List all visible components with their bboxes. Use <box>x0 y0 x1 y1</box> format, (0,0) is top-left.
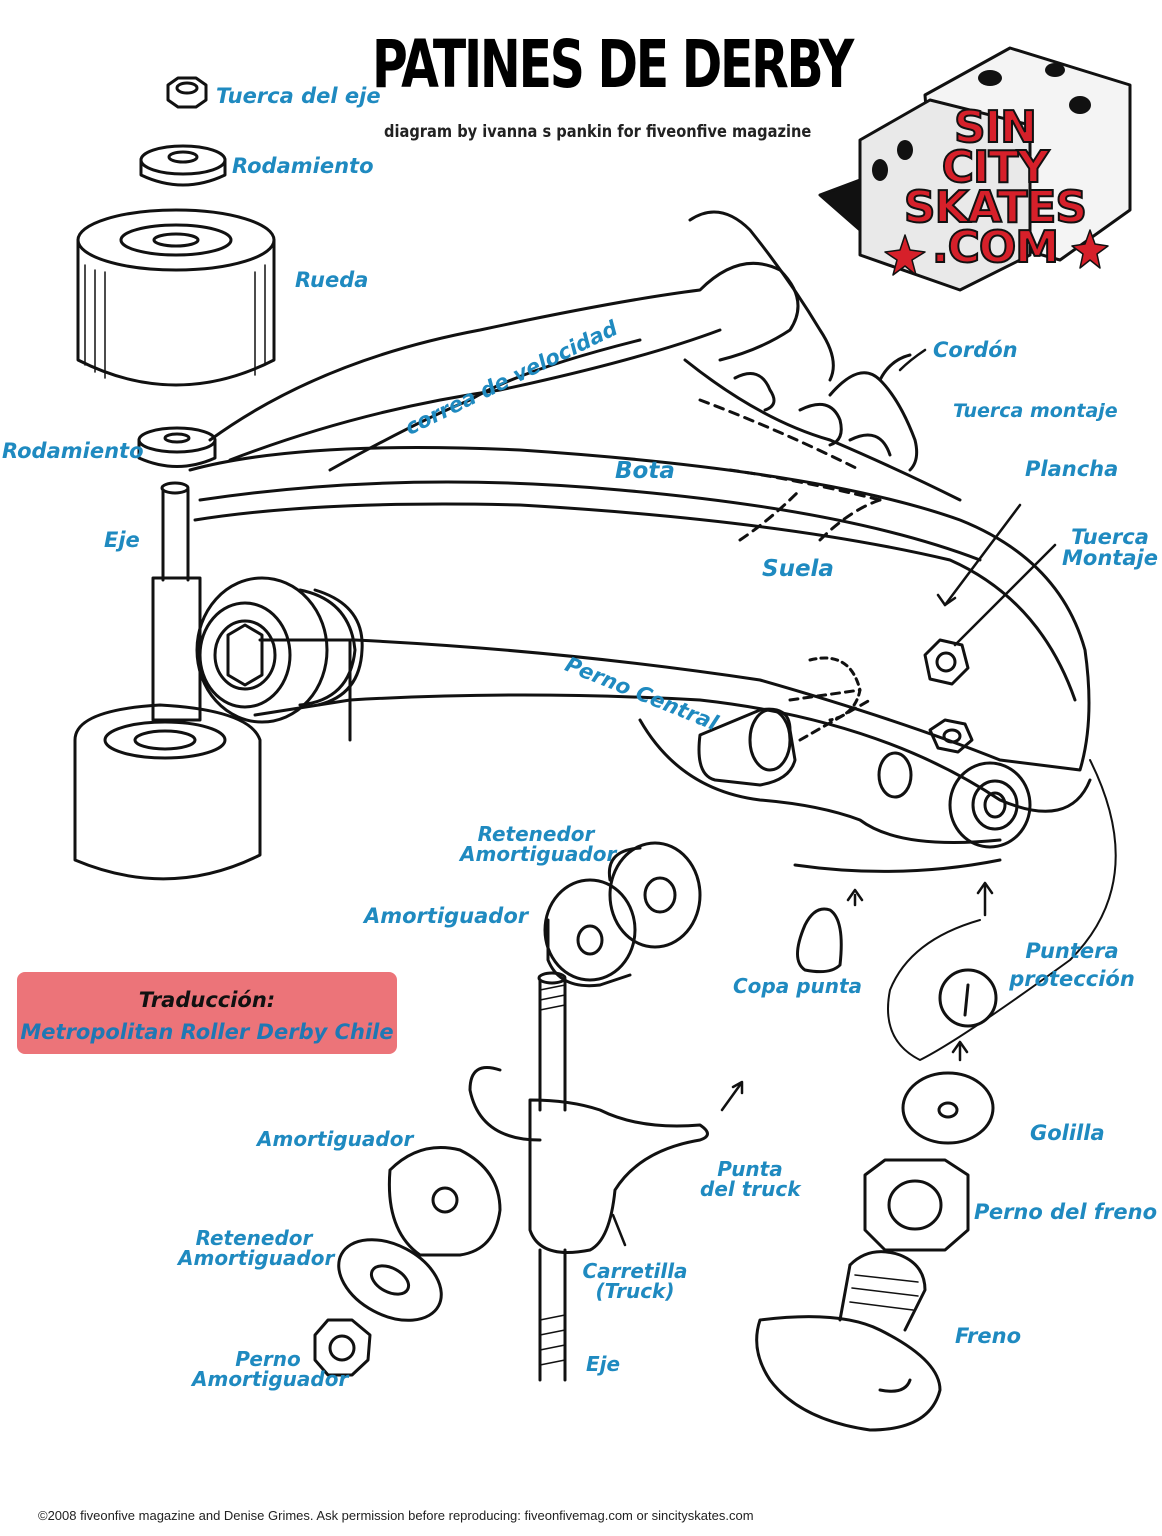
label-line: Punta <box>717 1157 783 1181</box>
toe-guard-drawing <box>938 968 998 1028</box>
label-line: Perno <box>235 1347 301 1371</box>
label-truck: Carretilla (Truck) <box>582 1261 688 1301</box>
label-arrows <box>611 348 1057 1247</box>
toe-stop-mount-drawing <box>948 761 1032 849</box>
label-cushion-top: Amortiguador <box>364 904 529 928</box>
wheel-drawing-lower <box>73 703 262 881</box>
label-line: Retenedor <box>195 1226 313 1250</box>
truck-drawing <box>468 971 709 1382</box>
label-toe-guard: Puntera protección <box>1008 941 1136 990</box>
kingpin-drawing <box>697 656 872 787</box>
wheel-drawing <box>76 208 276 387</box>
label-cushion-retainer-bottom: Retenedor Amortiguador <box>178 1226 335 1270</box>
logo-line: SIN <box>953 102 1038 153</box>
label-plate: Plancha <box>1025 457 1119 481</box>
washer-drawing <box>901 1071 995 1145</box>
label-axle-bottom: Eje <box>586 1352 621 1376</box>
bearing-drawing-side <box>137 426 217 468</box>
translation-credit-box: Traducción: Metropolitan Roller Derby Ch… <box>17 972 397 1054</box>
label-line: Amortiguador <box>460 842 617 866</box>
toe-cup-drawing <box>796 907 843 974</box>
label-axle-left: Eje <box>104 528 140 552</box>
logo-line: SKATES <box>903 182 1088 233</box>
label-line: Amortiguador <box>192 1367 349 1391</box>
label-line: del truck <box>700 1177 801 1201</box>
logo-line: .COM <box>931 222 1060 273</box>
label-mounting-nut-2: Tuerca Montaje <box>1060 527 1160 569</box>
label-brake-bolt: Perno del freno <box>974 1200 1158 1224</box>
label-axle-nut: Tuerca del eje <box>216 84 381 108</box>
label-lace: Cordón <box>933 338 1018 362</box>
label-brake: Freno <box>955 1324 1022 1348</box>
bearing-drawing-top <box>139 144 227 187</box>
axle-nut-drawing <box>166 76 208 109</box>
label-cushion-bottom: Amortiguador <box>257 1127 414 1151</box>
translation-heading: Traducción: <box>138 988 276 1012</box>
label-toe-cup: Copa punta <box>733 974 863 998</box>
copyright-credit: ©2008 fiveonfive magazine and Denise Gri… <box>38 1508 754 1523</box>
label-washer: Golilla <box>1030 1121 1105 1145</box>
brake-bolt-drawing <box>863 1158 970 1252</box>
logo-dice-drawing <box>818 46 1132 292</box>
laces-drawing <box>733 353 919 472</box>
label-truck-pivot: Punta del truck <box>700 1157 801 1201</box>
boot-drawing <box>208 210 962 542</box>
page-subtitle: diagram by ivanna s pankin for fiveonfiv… <box>384 122 812 142</box>
brake-drawing <box>755 1250 942 1432</box>
page-title: PATINES DE DERBY <box>372 26 854 103</box>
sin-city-skates-logo: SIN CITY SKATES .COM <box>850 102 1140 273</box>
cushions-drawing-top <box>543 841 702 988</box>
label-boot: Bota <box>615 458 675 484</box>
label-line: (Truck) <box>595 1279 675 1303</box>
axle-drawing-left <box>151 481 202 722</box>
label-mounting-nut: Tuerca montaje <box>953 400 1118 422</box>
label-line: Retenedor <box>477 822 595 846</box>
label-line: Carretilla <box>582 1259 688 1283</box>
label-line: Tuerca <box>1071 525 1149 549</box>
cushions-drawing-bottom <box>313 1146 502 1377</box>
label-line: Puntera <box>1025 939 1119 963</box>
label-cushion-retainer-top: Retenedor Amortiguador <box>460 822 617 866</box>
label-bearing-top: Rodamiento <box>232 154 374 178</box>
label-kingpin-nut: Perno Amortiguador <box>192 1347 349 1391</box>
label-line: Amortiguador <box>178 1246 335 1270</box>
translation-team: Metropolitan Roller Derby Chile <box>20 1020 394 1044</box>
label-wheel: Rueda <box>295 268 369 292</box>
label-sole: Suela <box>762 556 834 582</box>
hub-drawing <box>195 576 364 724</box>
logo-line: CITY <box>941 142 1051 193</box>
label-line: Montaje <box>1062 546 1158 570</box>
label-bearing-side: Rodamiento <box>2 439 144 463</box>
label-line: protección <box>1009 967 1135 991</box>
mounting-nut-drawing <box>877 638 974 799</box>
